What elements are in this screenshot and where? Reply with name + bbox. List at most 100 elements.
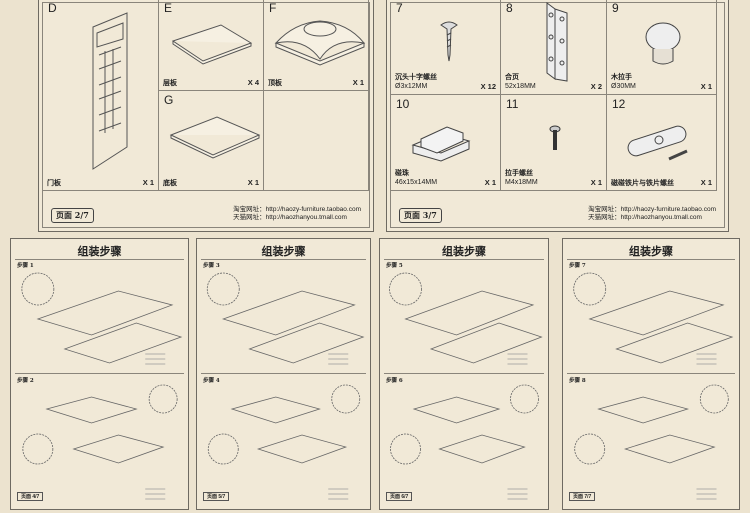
- part-qty: X 4: [247, 78, 259, 87]
- part-number: 8: [506, 1, 513, 15]
- part-spec: Ø3x12MM: [395, 83, 428, 90]
- part-name: 木拉手: [611, 72, 632, 81]
- page-footer: 页面 2/7 淘宝网址：http://haozy-furniture.taoba…: [39, 193, 373, 231]
- part-cell-e: E 层板 X 4: [159, 0, 264, 91]
- divider: [384, 373, 544, 374]
- part-spec: M4x18MM: [505, 179, 538, 186]
- assembly-steps-page-5: 组装步骤 步骤 3 步骤 4 页面 5/7: [196, 238, 371, 510]
- assembly-diagram: [21, 272, 183, 500]
- assembly-diagram: [206, 272, 365, 500]
- part-qty: X 1: [590, 178, 602, 187]
- part-name: 拉手螺丝: [505, 168, 533, 177]
- assembly-diagram: [573, 272, 734, 500]
- part-qty: X 1: [352, 78, 364, 87]
- part-name: 层板: [163, 78, 177, 87]
- part-cell-f: F 顶板 X 1: [264, 0, 369, 91]
- part-qty: X 1: [700, 178, 712, 187]
- part-name: 碰珠: [395, 168, 409, 177]
- step-label: 步骤 1: [17, 263, 34, 269]
- assembly-steps-page-4: 组装步骤 步骤 1 步骤 2 页面 4/7: [10, 238, 189, 510]
- hardware-cell-7: 7 沉头十字螺丝 Ø3x12MM X 12: [391, 0, 501, 95]
- magnetic-catch-icon: [411, 126, 471, 162]
- divider: [567, 259, 735, 260]
- part-name: 门板: [47, 178, 61, 187]
- part-letter: D: [48, 1, 57, 15]
- part-cell-g: G 底板 X 1: [159, 91, 264, 191]
- handle-screw-icon: [549, 125, 561, 150]
- page-number-badge: 页面 2/7: [51, 208, 94, 223]
- hardware-cell-11: 11 拉手螺丝 M4x18MM X 1: [501, 95, 607, 191]
- part-cell-d: D 门板 X 1: [43, 0, 159, 191]
- part-label: 拉手螺丝 M4x18MM: [505, 168, 538, 187]
- section-title: 组装步骤: [442, 245, 486, 258]
- part-name: 顶板: [268, 78, 282, 87]
- shop-urls: 淘宝网址：http://haozy-furniture.taobao.com 天…: [233, 206, 361, 222]
- tmall-url[interactable]: 天猫网址：http://haozhanyou.tmall.com: [233, 214, 347, 221]
- part-number: 9: [612, 1, 619, 15]
- part-qty: X 1: [700, 82, 712, 91]
- divider: [201, 259, 366, 260]
- page-number-badge: 页面 7/7: [569, 492, 596, 501]
- part-name: 底板: [163, 178, 177, 187]
- step-label: 步骤 6: [386, 378, 403, 384]
- section-title: 组装步骤: [261, 245, 306, 258]
- part-letter: G: [164, 93, 174, 107]
- part-number: 10: [396, 97, 410, 111]
- part-name: 合页: [505, 72, 519, 81]
- part-name: 磁碰铁片与铁片螺丝: [611, 178, 674, 187]
- step-label: 步骤 8: [569, 378, 586, 384]
- strike-plate-icon: [627, 125, 688, 161]
- knob-icon: [645, 22, 681, 65]
- step-label: 步骤 3: [203, 263, 220, 269]
- step-label: 步骤 4: [203, 378, 220, 384]
- assembly-steps-page-7: 组装步骤 步骤 7 步骤 8 页面 7/7: [562, 238, 740, 510]
- step-label: 步骤 5: [386, 263, 403, 269]
- part-qty: X 2: [590, 82, 602, 91]
- section-title: 组装步骤: [629, 245, 673, 258]
- part-qty: X 1: [484, 178, 496, 187]
- part-label: 沉头十字螺丝 Ø3x12MM: [395, 72, 437, 91]
- shop-urls: 淘宝网址：http://haozy-furniture.taobao.com 天…: [588, 206, 716, 222]
- screw-icon: [440, 21, 458, 62]
- part-label: 磁碰铁片与铁片螺丝: [611, 178, 674, 187]
- step-label: 步骤 2: [17, 378, 34, 384]
- divider: [384, 259, 544, 260]
- part-number: 12: [612, 97, 626, 111]
- divider: [15, 259, 184, 260]
- hinge-icon: [546, 2, 568, 82]
- shelf-board-drawing: [171, 24, 253, 65]
- top-board-drawing: [274, 20, 366, 66]
- part-qty: X 12: [480, 82, 496, 91]
- divider: [15, 373, 184, 374]
- parts-page-2: D 门板 X 1 E 层板 X 4 F 顶板 X 1 G 底板 X 1 页面 2…: [38, 0, 374, 232]
- part-number: 11: [506, 97, 519, 111]
- part-number: 7: [396, 1, 403, 15]
- page-number-badge: 页面 6/7: [386, 492, 413, 501]
- page-number-badge: 页面 3/7: [399, 208, 442, 223]
- page-number-badge: 页面 4/7: [17, 492, 44, 501]
- assembly-diagram: [389, 272, 543, 500]
- part-qty: X 1: [247, 178, 259, 187]
- bottom-board-drawing: [169, 116, 261, 159]
- hardware-cell-12: 12 磁碰铁片与铁片螺丝 X 1: [607, 95, 717, 191]
- door-panel-drawing: [92, 12, 128, 170]
- taobao-url[interactable]: 淘宝网址：http://haozy-furniture.taobao.com: [588, 206, 716, 213]
- taobao-url[interactable]: 淘宝网址：http://haozy-furniture.taobao.com: [233, 206, 361, 213]
- part-qty: X 1: [142, 178, 154, 187]
- divider: [201, 373, 366, 374]
- step-label: 步骤 7: [569, 263, 586, 269]
- page-footer: 页面 3/7 淘宝网址：http://haozy-furniture.taoba…: [387, 193, 728, 231]
- empty-cell: [264, 91, 369, 191]
- part-label: 碰珠 46x15x14MM: [395, 168, 437, 187]
- part-letter: F: [269, 1, 277, 15]
- assembly-steps-page-6: 组装步骤 步骤 5 步骤 6 页面 6/7: [379, 238, 549, 510]
- tmall-url[interactable]: 天猫网址：http://haozhanyou.tmall.com: [588, 214, 702, 221]
- part-name: 沉头十字螺丝: [395, 72, 437, 81]
- part-spec: 46x15x14MM: [395, 179, 438, 186]
- hardware-cell-10: 10 碰珠 46x15x14MM X 1: [391, 95, 501, 191]
